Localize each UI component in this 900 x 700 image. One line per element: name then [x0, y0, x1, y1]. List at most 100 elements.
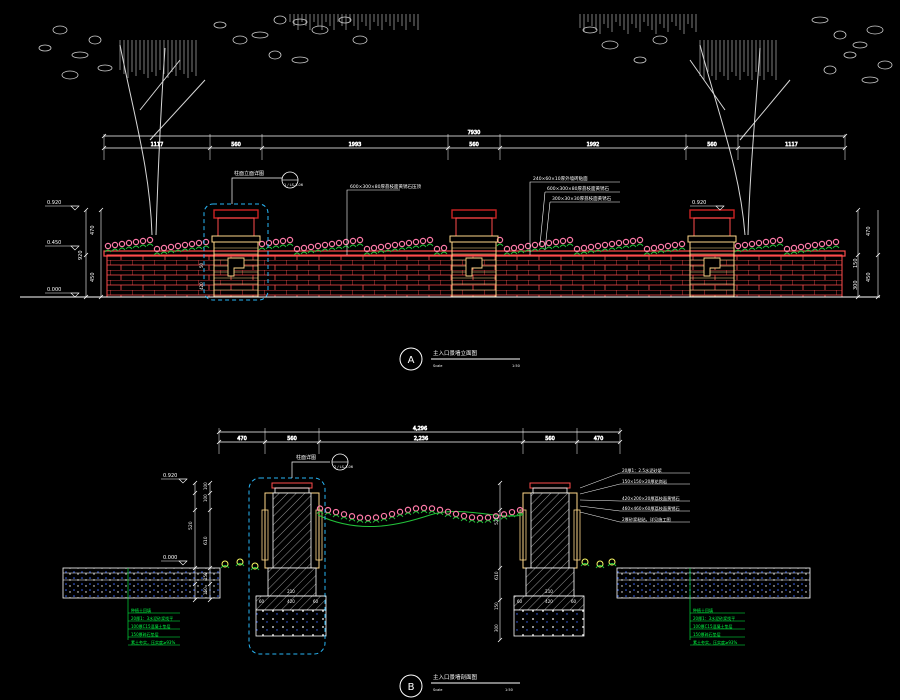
flower	[811, 241, 819, 249]
flower	[388, 510, 396, 518]
vdim-b-left: 100	[203, 482, 208, 490]
dim-segment-b: 470	[594, 436, 604, 442]
flower	[503, 245, 511, 253]
leaf-shape	[71, 51, 89, 59]
wall-piers	[211, 209, 737, 298]
flower	[356, 236, 364, 244]
flower	[769, 237, 777, 245]
flower	[818, 240, 826, 248]
pier-callout-leader	[231, 177, 282, 204]
pier-section-right	[513, 482, 585, 637]
flower	[832, 238, 840, 246]
shrub	[608, 558, 616, 566]
note-b-right: 460×460×60厚荔枝面黄锈石	[622, 505, 680, 512]
note-b-right-bottom: 素土夯实，压实度≥93%	[693, 639, 737, 645]
leaf-shape	[52, 25, 68, 35]
dim-segment-a: 1992	[587, 142, 600, 148]
vdim-a-right: 450	[866, 272, 872, 282]
leaf-shape	[866, 25, 884, 35]
flower	[776, 236, 784, 244]
vdim-a-left: 450	[90, 272, 96, 282]
flower	[436, 506, 444, 514]
flower	[349, 237, 357, 245]
flower	[428, 505, 436, 512]
vdim-a-inner: 420	[199, 282, 204, 290]
vdim-a-right: 300	[853, 280, 859, 290]
flower	[146, 236, 154, 244]
flower	[601, 241, 609, 249]
note-b-right: 20厚1：2.5水泥砂浆	[622, 467, 663, 474]
section-b-levels: 0.9200.000100100520610150150520610150300…	[161, 473, 584, 643]
flower	[316, 505, 324, 512]
flower	[508, 508, 516, 516]
note-a-4: 300×30×30厚荔枝面黄锈石	[552, 195, 612, 202]
pier-3	[687, 209, 737, 298]
flower	[372, 514, 380, 521]
leaf-shape	[843, 51, 857, 59]
bottom-dim: 210	[287, 589, 295, 594]
title-b-id: B	[408, 682, 415, 693]
leaf-shape	[823, 65, 837, 75]
flower	[160, 244, 168, 252]
dim-segment-a: 1117	[785, 142, 798, 148]
vdim-b-left: 520	[188, 521, 194, 530]
flower	[139, 237, 147, 245]
flower	[657, 243, 665, 251]
vdim-a-inner: 50	[199, 262, 204, 268]
flower	[300, 244, 308, 252]
dim-overall-a: 7930	[468, 130, 481, 136]
flower	[622, 238, 630, 246]
flower	[384, 242, 392, 250]
note-b-right: 420×200×20厚荔枝面黄锈石	[622, 495, 680, 502]
flower	[671, 241, 679, 249]
vdim-a-right: 150	[853, 258, 859, 268]
flower	[476, 514, 484, 522]
vdim-b-left: 150	[203, 587, 208, 595]
tree-left	[119, 44, 206, 236]
flower	[332, 508, 340, 516]
flower	[348, 513, 356, 520]
leaf-shape	[291, 56, 309, 64]
shrub	[236, 558, 244, 566]
flower	[380, 512, 388, 520]
flower	[396, 508, 404, 516]
bottom-dim: 420	[545, 599, 553, 604]
flower	[804, 242, 812, 250]
flower	[398, 240, 406, 248]
section-b-notes: 20厚1：2.5水泥砂浆150×150×20厚花岗岩420×200×20厚荔枝面…	[127, 467, 745, 646]
leaf-shape	[292, 18, 308, 26]
flower	[500, 511, 508, 518]
flower	[153, 245, 161, 253]
flower	[517, 243, 525, 251]
bottom-dim: 60	[313, 599, 319, 604]
pier-1	[211, 209, 261, 298]
dim-overall-b: 4,296	[413, 426, 427, 432]
note-a-2: 240×60×10厚外墙砖贴面	[533, 175, 588, 182]
flower	[538, 240, 546, 248]
flower	[615, 239, 623, 247]
flower	[195, 239, 203, 247]
flower	[324, 506, 332, 514]
level-label-b: 0.920	[163, 473, 177, 479]
vdim-b-left: 610	[203, 536, 209, 545]
ground-right-paving	[616, 567, 811, 599]
title-a-id: A	[408, 355, 415, 366]
flower	[328, 240, 336, 248]
flower	[629, 237, 637, 245]
flower	[566, 236, 574, 244]
note-b-right-bottom: 150厚碎石垫层	[693, 631, 721, 637]
flower	[460, 512, 468, 520]
note-b-left: 素土夯实，压实度≥93%	[131, 639, 175, 645]
section-callout-label: 柱面详图	[296, 454, 316, 461]
flower	[468, 514, 476, 521]
flower	[391, 241, 399, 249]
flower	[111, 241, 119, 249]
level-label: 0.920	[47, 200, 61, 206]
dim-segment-b: 2,236	[414, 436, 428, 442]
shrub	[581, 558, 589, 566]
title-a-circle	[399, 347, 423, 371]
